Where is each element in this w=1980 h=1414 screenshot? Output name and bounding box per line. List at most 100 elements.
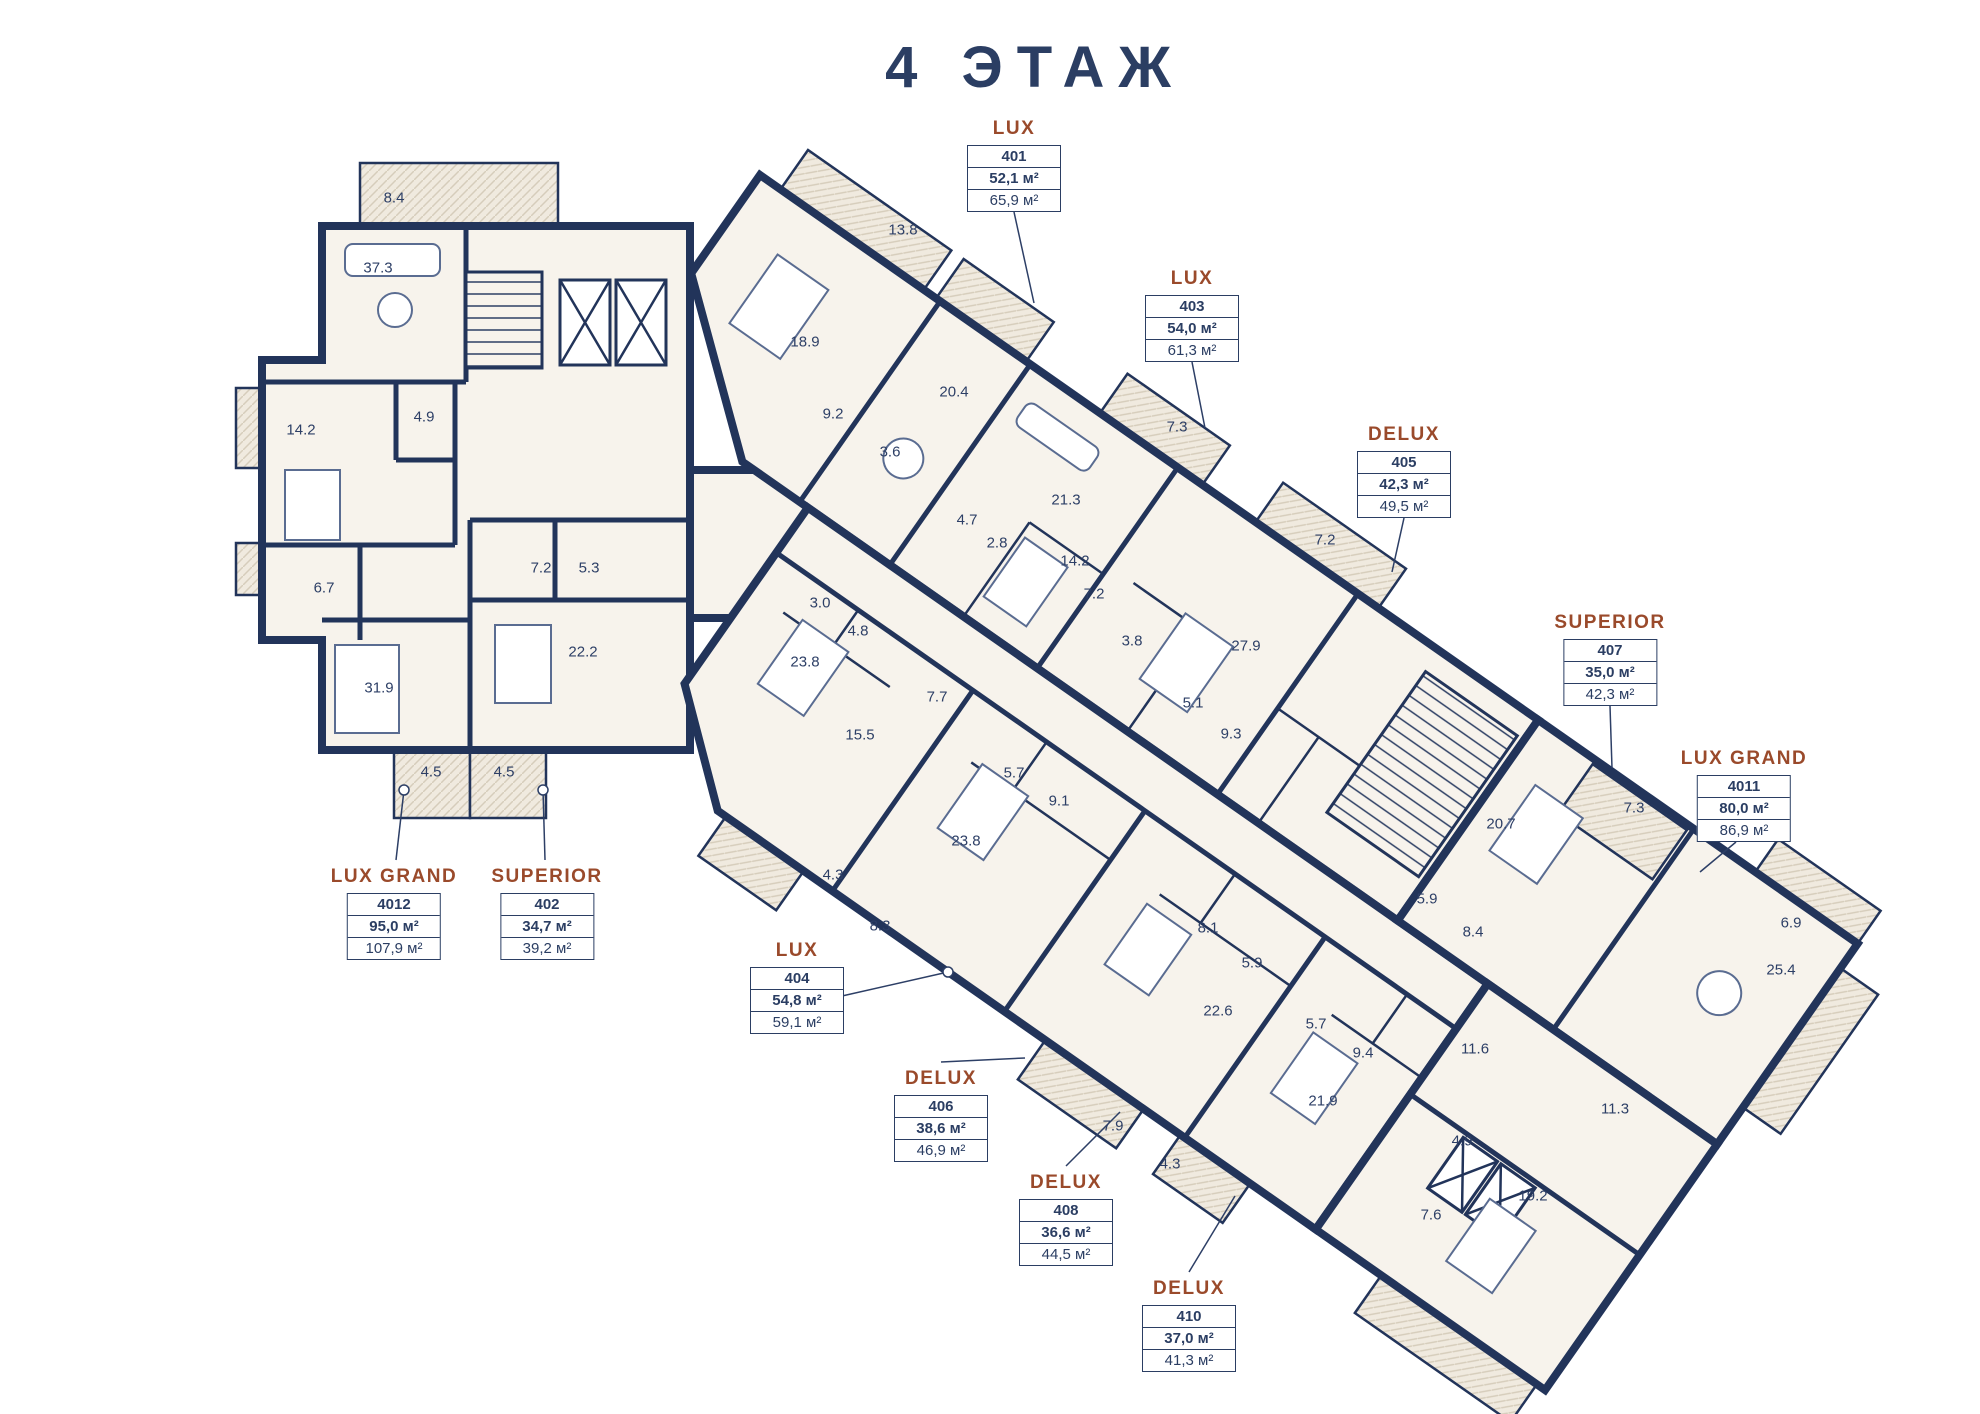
elevator-cross	[558, 279, 612, 366]
room-area-label: 4.9	[413, 408, 435, 426]
lower-apartments-strip	[680, 502, 1494, 1235]
elevator-cross	[614, 279, 668, 366]
apartment-total-area: 44,5 м²	[1020, 1243, 1112, 1265]
leader-line-408	[1065, 1111, 1121, 1167]
balcony	[358, 161, 560, 229]
apartment-number: 402	[534, 896, 560, 913]
room-area-label: 9.1	[1048, 792, 1070, 810]
wall	[1257, 707, 1361, 824]
apartment-number: 406	[928, 1098, 954, 1115]
apartment-type: LUX	[1170, 268, 1214, 289]
apartment-total-area: 65,9 м²	[968, 189, 1060, 211]
apartment-type: DELUX	[905, 1068, 977, 1089]
room-area-label: 31.9	[364, 679, 394, 697]
wall	[887, 362, 1033, 567]
room-area-label: 19.2	[1518, 1187, 1548, 1205]
apartment-total-area: 39,2 м²	[501, 937, 593, 959]
wall	[830, 688, 975, 893]
room-area-label: 22.2	[568, 643, 598, 661]
room-area-label: 8.1	[1197, 919, 1219, 937]
room-area-label: 14.2	[1060, 552, 1090, 570]
staircase	[464, 270, 544, 370]
room-area-label: 4.5	[420, 763, 442, 781]
apartment-total-area: 41,3 м²	[1143, 1349, 1235, 1371]
room-area-label: 6.9	[1780, 914, 1802, 932]
room-area-label: 4.5	[493, 763, 515, 781]
room-area-label: 18.9	[790, 333, 820, 351]
apartment-living-area: 37,0 м²	[1143, 1327, 1235, 1349]
loggia	[1556, 762, 1689, 881]
apartment-type: LUX GRAND	[1680, 748, 1808, 769]
room-area-label: 8.4	[383, 189, 405, 207]
leader-line-407	[1609, 705, 1613, 769]
leader-line-401	[1013, 211, 1035, 304]
diagonal-wing	[680, 148, 1883, 1414]
apartment-living-area: 52,1 м²	[968, 167, 1060, 189]
wall	[1330, 993, 1423, 1079]
room-area-label: 13.8	[888, 221, 918, 239]
leader-dot-404	[942, 966, 954, 978]
apartment-total-area: 86,9 м²	[1697, 819, 1790, 841]
room-area-label: 5.3	[578, 559, 600, 577]
room-area-label: 2.8	[986, 534, 1008, 552]
table	[882, 437, 925, 480]
wall	[1396, 918, 1490, 986]
room-area-label: 8.4	[1462, 923, 1484, 941]
apartment-total-area: 107,9 м²	[347, 937, 440, 959]
leader-line-4012	[395, 789, 405, 861]
staircase	[1324, 669, 1520, 879]
wall	[1035, 466, 1180, 670]
room-area-label: 9.4	[1352, 1044, 1374, 1062]
room-area-label: 7.9	[1102, 1117, 1124, 1135]
room-area-label: 3.8	[1121, 632, 1143, 650]
wall	[797, 299, 943, 504]
leader-line-410	[1188, 1195, 1236, 1273]
room-area-label: 5.7	[1305, 1015, 1327, 1033]
room-area-label: 7.3	[1166, 418, 1188, 436]
room-area-label: 4.7	[956, 511, 978, 529]
room-area-label: 27.9	[1231, 637, 1261, 655]
room-area-label: 7.2	[530, 559, 552, 577]
room-area-label: 3.0	[809, 594, 831, 612]
apartment-living-area: 80,0 м²	[1697, 797, 1790, 819]
elevator-cross	[1427, 1137, 1499, 1213]
leader-line-4011	[1699, 841, 1737, 873]
room-area-label: 4.3	[822, 866, 844, 884]
bed	[1103, 902, 1193, 997]
room-area-label: 4.3	[1159, 1155, 1181, 1173]
wall	[393, 382, 455, 463]
apartment-living-area: 54,8 м²	[751, 989, 843, 1011]
bed	[284, 469, 341, 541]
apartment-type: SUPERIOR	[1554, 612, 1666, 633]
apartment-type: DELUX	[1153, 1278, 1225, 1299]
sofa	[344, 243, 441, 277]
room-area-label: 6.7	[313, 579, 335, 597]
room-area-label: 20.7	[1486, 815, 1516, 833]
leader-lines	[395, 211, 1737, 1273]
bed	[756, 618, 850, 718]
apartment-number: 407	[1597, 642, 1623, 659]
room-area-label: 5.9	[1241, 954, 1263, 972]
room-area-label: 5.1	[1182, 694, 1204, 712]
room-area-label: 11.3	[1600, 1100, 1630, 1118]
room-area-label: 37.3	[363, 259, 393, 277]
wall	[1002, 809, 1147, 1013]
wall	[1215, 592, 1361, 796]
apartment-number: 410	[1176, 1308, 1202, 1325]
